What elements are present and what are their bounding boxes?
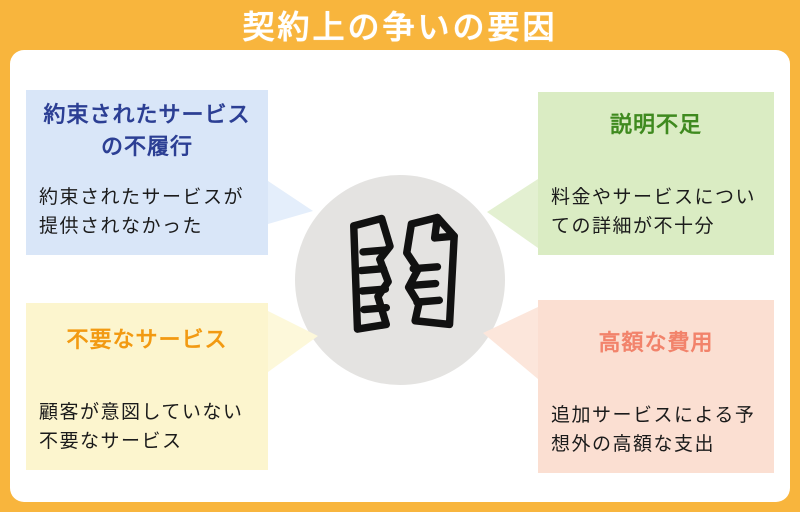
cause-description: 顧客が意図していない 不要なサービス — [39, 402, 244, 453]
pointer-top-right — [487, 179, 538, 248]
cause-description: 追加サービスによる予 想外の高額な支出 — [551, 405, 756, 456]
cause-box-unfulfilled-service: 約束されたサービス の不履行 約束されたサービスが 提供されなかった — [26, 90, 268, 255]
cause-box-high-costs: 高額な費用 追加サービスによる予 想外の高額な支出 — [538, 300, 774, 473]
pointer-bottom-left — [268, 311, 318, 372]
cause-heading: 約束されたサービス の不履行 — [43, 102, 251, 159]
pointer-bottom-right — [483, 307, 538, 379]
cause-heading: 高額な費用 — [598, 330, 714, 355]
cause-box-insufficient-explanation: 説明不足 料金やサービスについ ての詳細が不十分 — [538, 92, 774, 255]
cause-heading: 不要なサービス — [66, 327, 228, 352]
center-circle — [295, 175, 505, 385]
cause-description: 料金やサービスについ ての詳細が不十分 — [551, 187, 757, 238]
pointer-top-left — [268, 181, 313, 224]
cause-heading: 説明不足 — [609, 112, 702, 137]
torn-contract-icon — [350, 213, 458, 333]
page-title: 契約上の争いの要因 — [242, 9, 558, 45]
cause-box-unwanted-services: 不要なサービス 顧客が意図していない 不要なサービス — [26, 303, 268, 470]
cause-description: 約束されたサービスが 提供されなかった — [39, 187, 245, 238]
